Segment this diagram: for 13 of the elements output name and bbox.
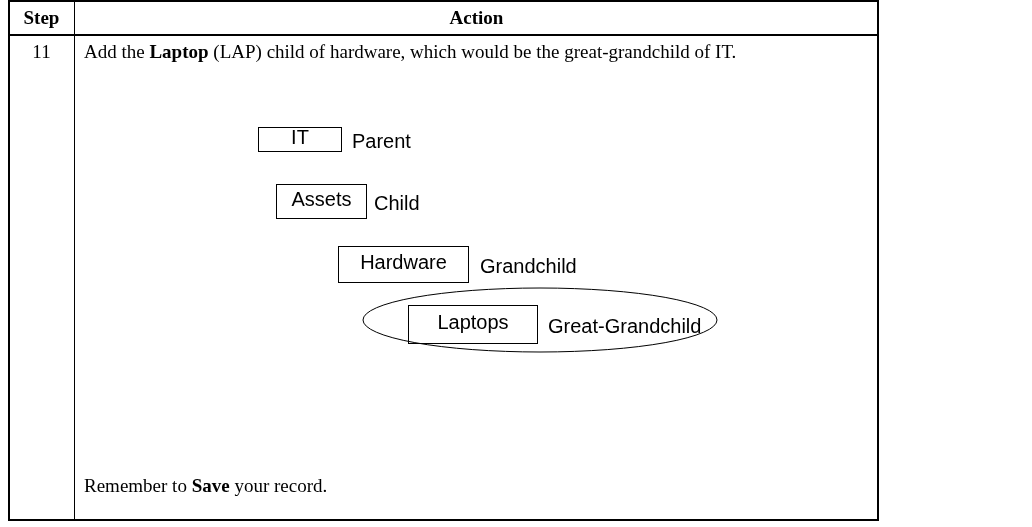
level-label: Parent [352, 129, 411, 153]
step-number: 11 [31, 40, 52, 64]
hierarchy-box: Hardware [338, 246, 469, 283]
column-header: Action [448, 7, 505, 29]
level-label: Great-Grandchild [548, 314, 702, 338]
instruction-text: Remember to Save your record. [84, 474, 329, 498]
hierarchy-box: IT [258, 127, 342, 152]
hierarchy-box: Laptops [408, 305, 538, 344]
instruction-text: Add the Laptop (LAP) child of hardware, which would be the great-grandchild of IT. [84, 40, 738, 64]
level-label: Grandchild [480, 254, 577, 278]
level-label: Child [374, 191, 420, 215]
column-header: Step [22, 7, 61, 29]
hierarchy-box: Assets [276, 184, 367, 219]
